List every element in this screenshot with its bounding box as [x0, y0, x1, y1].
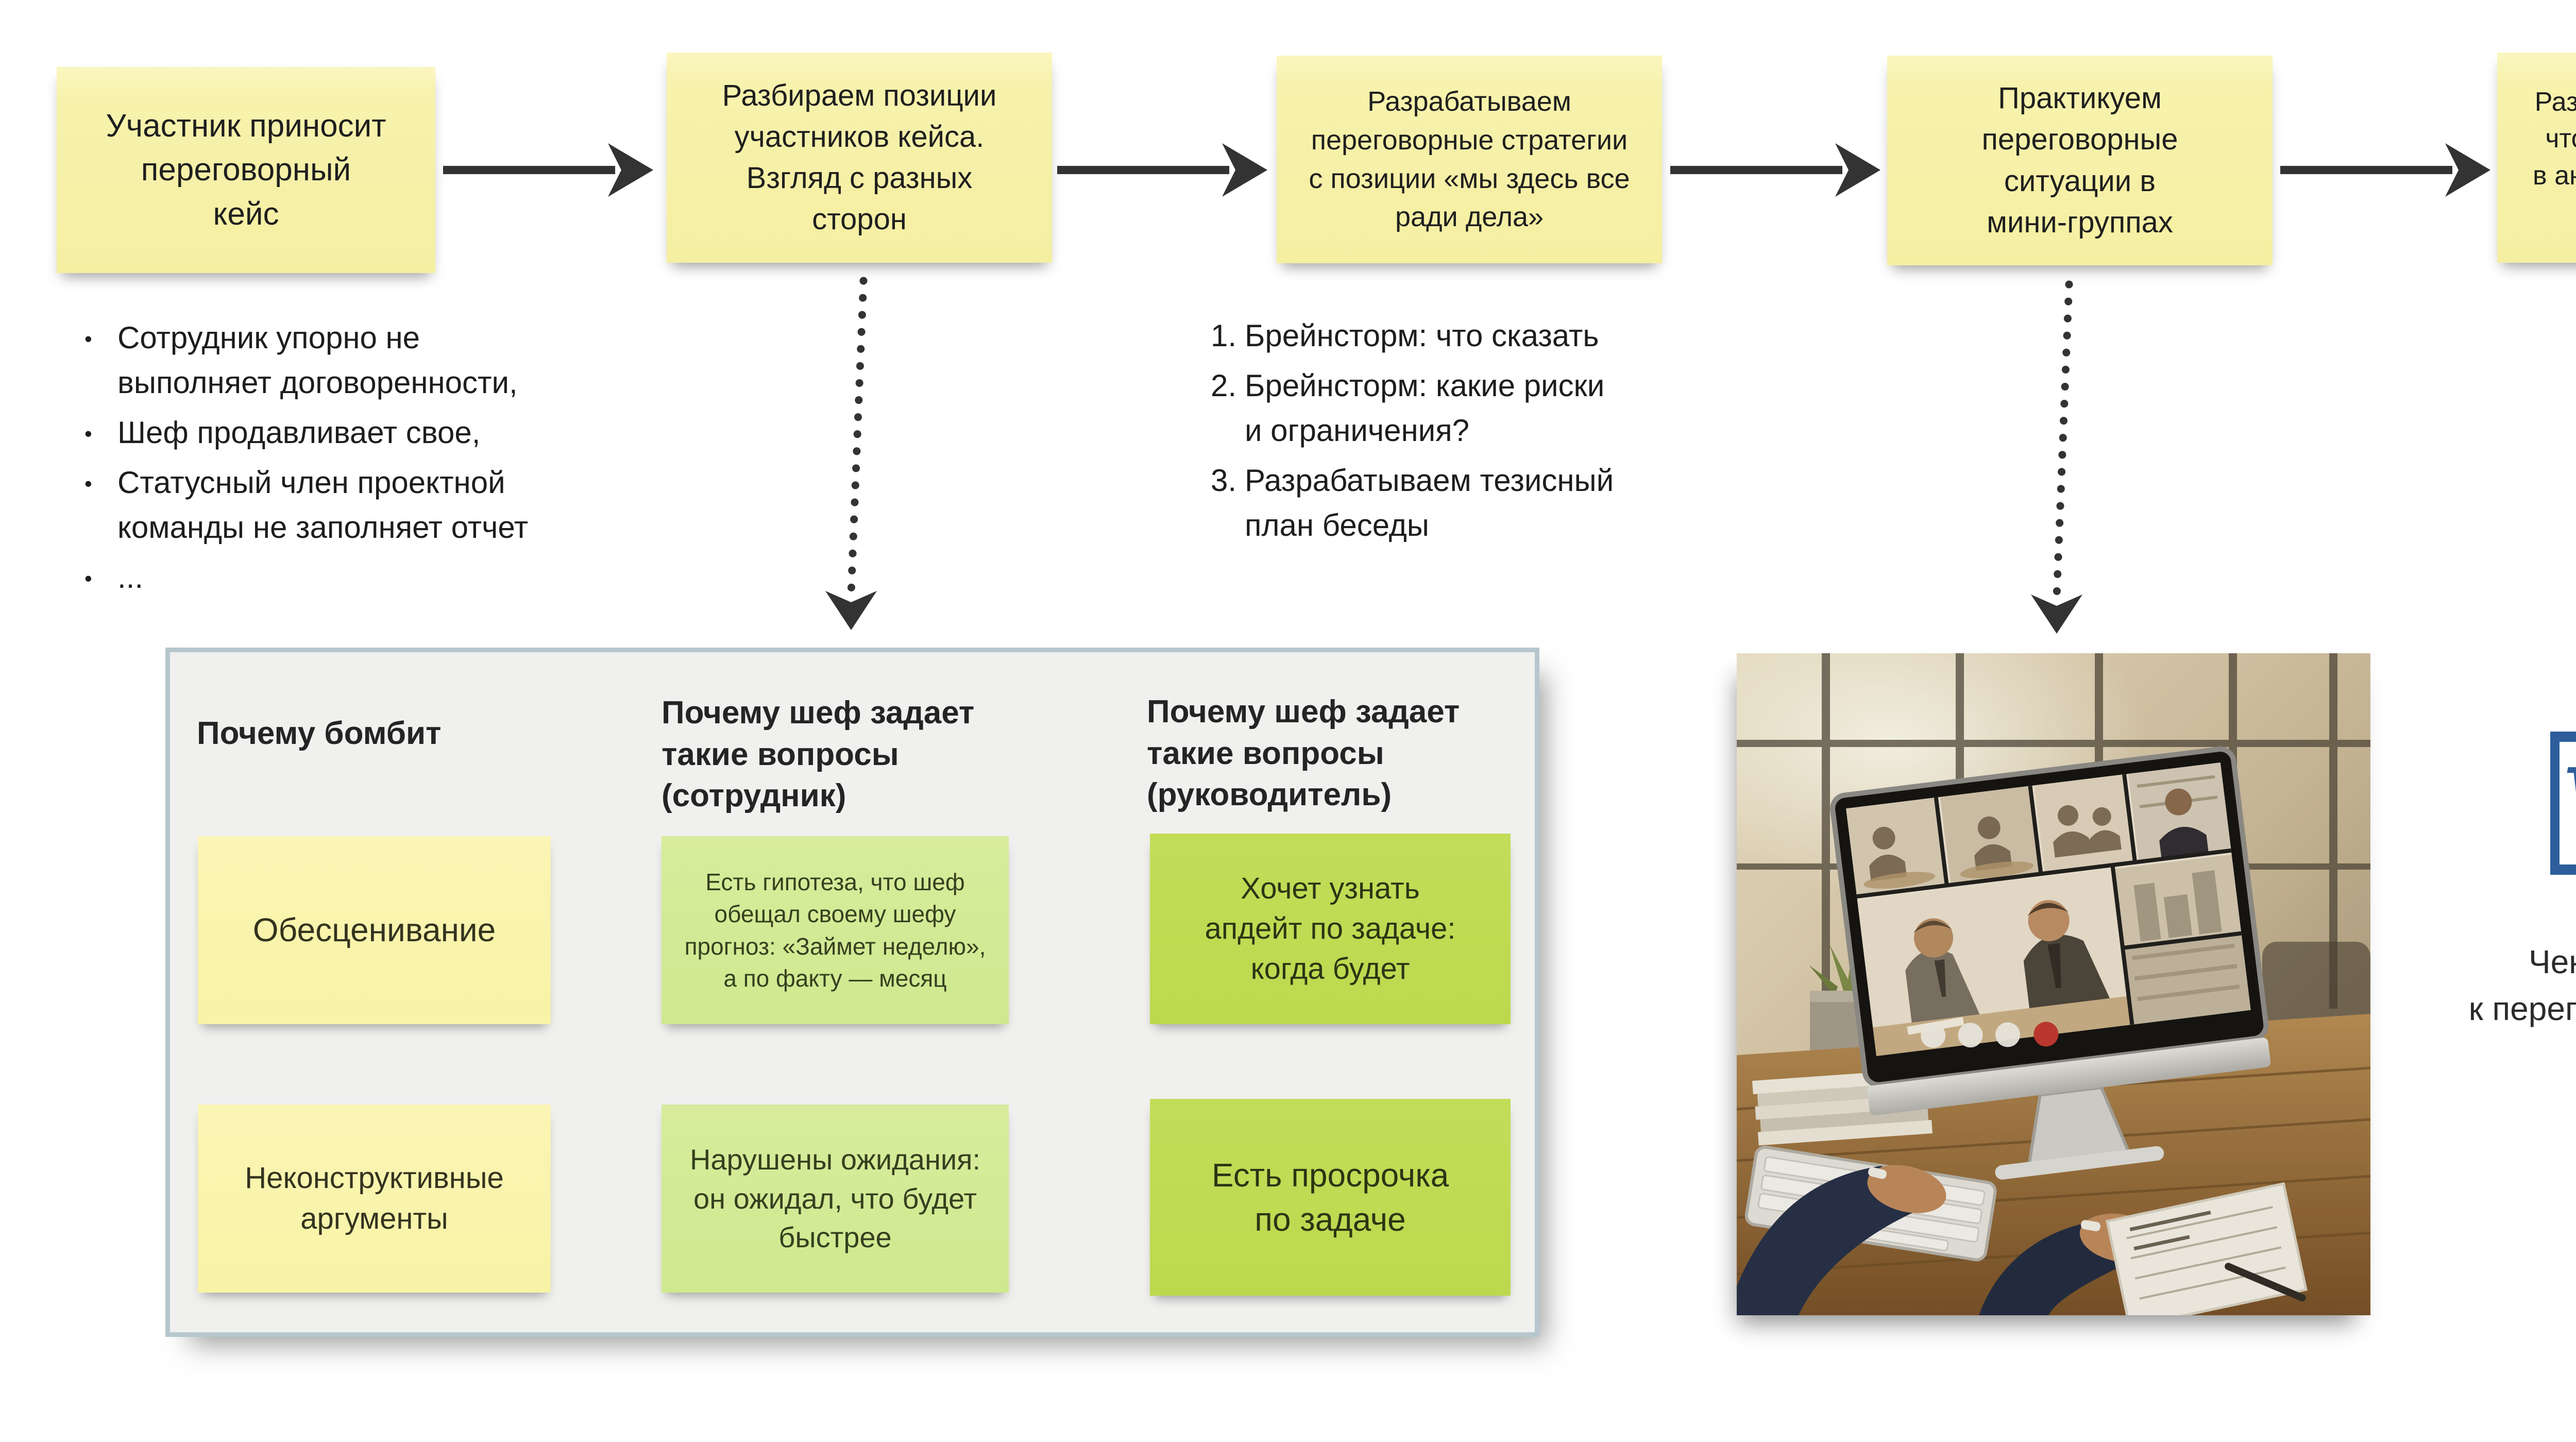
analysis-board-panel[interactable]: Почему бомбит Почему шеф задает такие во…: [165, 648, 1539, 1337]
number-marker: 2.: [1211, 368, 1237, 403]
list-item-text: Брейнсторм: что сказать: [1245, 318, 1599, 353]
video-grid: [1846, 762, 2251, 1056]
bullet-marker: •: [84, 421, 92, 446]
notepad: [2105, 1182, 2308, 1315]
list-item-text: Брейнсторм: какие риски и ограничения?: [1245, 368, 1605, 448]
flow-step-1-note[interactable]: Участник приносит переговорный кейс: [57, 67, 435, 273]
bullet-marker: •: [84, 327, 92, 351]
flow-step-2-note[interactable]: Разбираем позиции участников кейса. Взгл…: [667, 53, 1052, 263]
number-marker: 3.: [1211, 463, 1237, 498]
flow-arrow-2-icon: [1057, 143, 1267, 197]
dotted-arrow-to-photo-icon: [2031, 280, 2082, 634]
board-column-1-header: Почему бомбит: [197, 716, 442, 751]
word-logo-box: [2550, 732, 2576, 875]
flow-step-5-note[interactable]: Разрабатываем чек-лист, чтобы воспользов…: [2497, 53, 2576, 263]
list-item-text: Сотрудник упорно не выполняет договоренн…: [117, 320, 518, 400]
monitor: [1830, 747, 2271, 1180]
list-item: • ...: [84, 555, 631, 600]
bullet-marker: •: [84, 471, 92, 496]
case-examples-list: • Сотрудник упорно не выполняет договоре…: [84, 315, 631, 605]
flow-step-5-label: Разрабатываем чек-лист, чтобы воспользов…: [2533, 87, 2576, 191]
board-note-devaluation[interactable]: Обесценивание: [198, 836, 551, 1024]
flow-step-2-label: Разбираем позиции участников кейса. Взгл…: [722, 78, 997, 236]
flow-step-1-label: Участник приносит переговорный кейс: [106, 108, 386, 232]
flow-step-4-label: Практикуем переговорные ситуации в мини-…: [1981, 81, 2178, 239]
board-column-3-header: Почему шеф задает такие вопросы (руковод…: [1147, 694, 1460, 813]
flow-step-4-note[interactable]: Практикуем переговорные ситуации в мини-…: [1887, 56, 2273, 265]
flow-step-3-note[interactable]: Разрабатываем переговорные стратегии с п…: [1277, 56, 1662, 263]
bullet-marker: •: [84, 566, 92, 590]
list-item: 2. Брейнсторм: какие риски и ограничения…: [1211, 363, 1726, 453]
video-call-photo-illustration: [1737, 653, 2370, 1315]
list-item-text: Шеф продавливает свое,: [117, 415, 481, 450]
board-note-task-overdue[interactable]: Есть просрочка по задаче: [1150, 1099, 1511, 1296]
list-item: 1. Брейнсторм: что сказать: [1211, 313, 1726, 358]
flow-arrow-3-icon: [1670, 143, 1880, 197]
document-caption: Чек-лист подготовки к переговорам с шефо…: [2468, 943, 2576, 1027]
dotted-arrow-to-board-icon: [825, 277, 877, 630]
list-item-text: Разрабатываем тезисный план беседы: [1245, 463, 1614, 542]
board-note-hypothesis[interactable]: Есть гипотеза, что шеф обещал своему шеф…: [662, 836, 1009, 1024]
board-note-label: Нарушены ожидания: он ожидал, что будет …: [689, 1143, 981, 1254]
list-item-text: ...: [117, 560, 144, 595]
number-marker: 1.: [1211, 318, 1237, 353]
call-controls: [1921, 1022, 2059, 1048]
board-note-label: Хочет узнать апдейт по задаче: когда буд…: [1205, 871, 1456, 986]
strategy-steps-list: 1. Брейнсторм: что сказать 2. Брейнсторм…: [1211, 313, 1726, 553]
list-item: • Сотрудник упорно не выполняет договоре…: [84, 315, 631, 405]
board-note-label: Есть гипотеза, что шеф обещал своему шеф…: [684, 869, 986, 992]
flow-arrow-1-icon: [443, 143, 653, 197]
board-note-broken-expectations[interactable]: Нарушены ожидания: он ожидал, что будет …: [662, 1105, 1009, 1293]
word-logo-letter: W: [2562, 747, 2576, 859]
board-note-label: Есть просрочка по задаче: [1211, 1156, 1449, 1238]
speaker-tile-woman: [2128, 762, 2231, 862]
board-column-2-header: Почему шеф задает такие вопросы (сотрудн…: [662, 695, 975, 814]
word-document-icon[interactable]: W: [2550, 650, 2576, 918]
board-note-wants-update[interactable]: Хочет узнать апдейт по задаче: когда буд…: [1150, 834, 1511, 1024]
video-call-photo[interactable]: [1737, 653, 2370, 1315]
list-item: • Статусный член проектной команды не за…: [84, 460, 631, 550]
flow-step-3-label: Разрабатываем переговорные стратегии с п…: [1309, 86, 1630, 233]
list-item-text: Статусный член проектной команды не запо…: [117, 465, 529, 545]
board-note-label: Обесценивание: [252, 911, 496, 949]
board-note-nonconstructive-arguments[interactable]: Неконструктивные аргументы: [198, 1105, 551, 1293]
list-item: • Шеф продавливает свое,: [84, 410, 631, 455]
board-note-label: Неконструктивные аргументы: [245, 1161, 504, 1235]
flow-arrow-4-icon: [2280, 143, 2490, 197]
list-item: 3. Разрабатываем тезисный план беседы: [1211, 458, 1726, 548]
